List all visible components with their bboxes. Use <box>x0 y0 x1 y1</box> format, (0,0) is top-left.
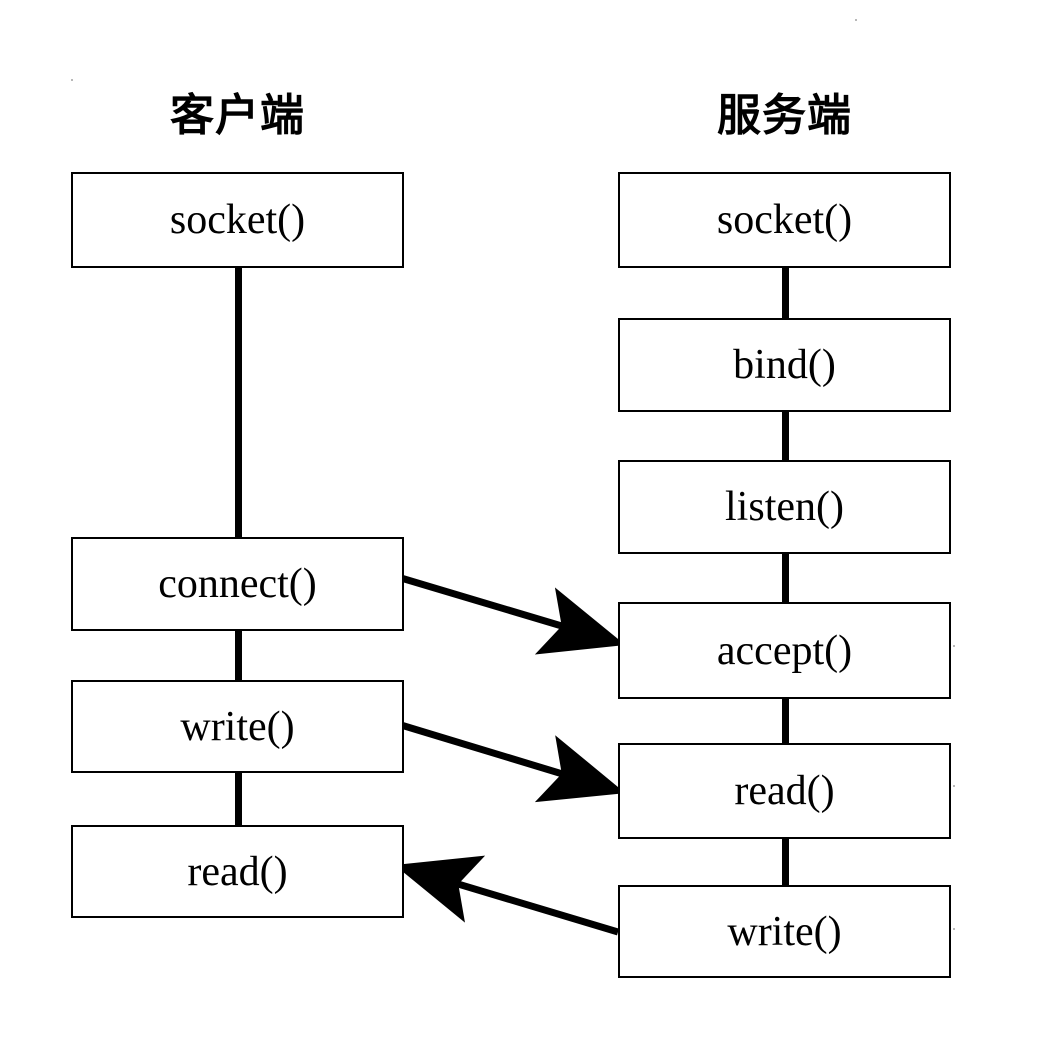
server-column-title: 服务端 <box>717 90 852 141</box>
client-node-write[interactable]: write() <box>71 680 404 773</box>
client-node-connect[interactable]: connect() <box>71 537 404 631</box>
server-connector-listen-accept <box>782 552 789 604</box>
scan-speck <box>953 645 955 647</box>
server-node-socket[interactable]: socket() <box>618 172 951 268</box>
client-node-socket-label: socket() <box>169 197 306 243</box>
scan-speck <box>953 928 955 930</box>
server-node-listen[interactable]: listen() <box>618 460 951 554</box>
client-node-write-label: write() <box>180 703 295 750</box>
server-node-write-label: write() <box>727 908 842 955</box>
server-node-read-label: read() <box>734 768 835 814</box>
server-node-socket-label: socket() <box>716 197 853 243</box>
scan-speck <box>953 785 955 787</box>
server-node-accept-label: accept() <box>716 627 853 674</box>
client-connector-socket-connect <box>235 266 242 537</box>
client-node-read-label: read() <box>187 848 288 895</box>
server-connector-read-write <box>782 838 789 887</box>
client-node-connect-label: connect() <box>158 561 317 607</box>
server-node-write[interactable]: write() <box>618 885 951 978</box>
scan-speck <box>855 19 857 21</box>
client-node-socket[interactable]: socket() <box>71 172 404 268</box>
server-connector-bind-listen <box>782 410 789 465</box>
server-connector-socket-bind <box>782 266 789 321</box>
arrow-write-to-read <box>399 721 626 803</box>
server-node-read[interactable]: read() <box>618 743 951 839</box>
arrow-serverwrite-to-clientread <box>394 855 620 936</box>
server-node-bind-label: bind() <box>733 342 836 388</box>
client-node-read[interactable]: read() <box>71 825 404 918</box>
client-connector-connect-write <box>235 627 242 682</box>
arrow-connect-to-accept <box>399 574 626 655</box>
server-node-accept[interactable]: accept() <box>618 602 951 699</box>
server-node-listen-label: listen() <box>725 484 844 530</box>
server-node-bind[interactable]: bind() <box>618 318 951 412</box>
client-connector-write-read <box>235 771 242 827</box>
scan-speck <box>71 79 73 81</box>
server-connector-accept-read <box>782 697 789 745</box>
client-column-title: 客户端 <box>170 90 305 141</box>
